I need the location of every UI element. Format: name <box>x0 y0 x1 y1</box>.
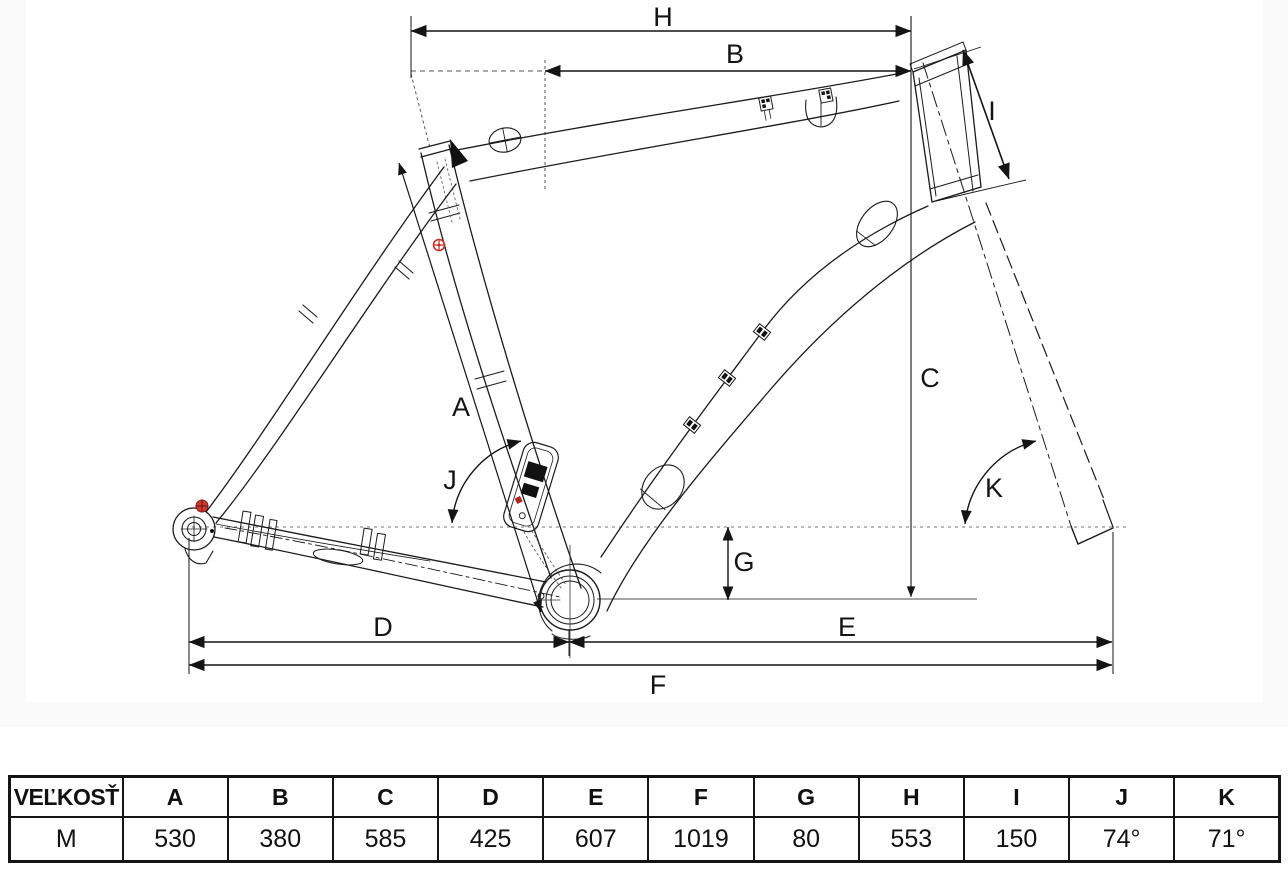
label-j: J <box>443 465 457 495</box>
col-header-e: E <box>542 775 650 818</box>
col-header-j: J <box>1068 775 1176 818</box>
geometry-table: VEĽKOSŤ A B C D E F G H I J K M 530 380 … <box>8 775 1281 863</box>
col-header-i: I <box>962 775 1071 818</box>
top-tube-vent <box>488 127 522 153</box>
dim-j-arc <box>447 439 522 524</box>
seat-clamp <box>450 139 468 168</box>
cable-port-2 <box>818 87 834 104</box>
label-h: H <box>653 2 673 32</box>
cable-port-1 <box>758 95 774 121</box>
cell-e: 607 <box>542 816 650 863</box>
battery-red-marker <box>514 495 523 505</box>
fork-blade-dashed <box>985 202 1106 503</box>
label-g: G <box>733 547 754 577</box>
table-header-row: VEĽKOSŤ A B C D E F G H I J K <box>8 775 1281 818</box>
down-tube-port <box>856 200 898 248</box>
seat-stays <box>205 166 457 524</box>
col-header-k: K <box>1173 775 1281 818</box>
bottle-bolts <box>682 323 772 434</box>
label-d: D <box>373 612 393 642</box>
cell-k: 71° <box>1173 816 1281 863</box>
bike-frame-drawing <box>172 41 1114 659</box>
reference-lines <box>192 60 1130 600</box>
steering-axis <box>922 62 1072 527</box>
label-c: C <box>920 363 940 393</box>
col-header-c: C <box>331 775 440 818</box>
col-header-d: D <box>437 775 545 818</box>
cell-b: 380 <box>226 816 334 863</box>
dim-k-arc <box>960 439 1037 525</box>
cell-a: 530 <box>121 816 229 863</box>
label-b: B <box>726 39 744 69</box>
dimension-labels: H B I C A J K G D E F <box>373 2 1003 700</box>
seat-axis-dotted <box>410 73 431 149</box>
cell-j: 74° <box>1068 816 1176 863</box>
chainstay-mounts-2 <box>359 527 387 561</box>
table-row-size-m: M 530 380 585 425 607 1019 80 553 150 74… <box>8 816 1281 863</box>
chainstay-mounts-1 <box>237 510 278 551</box>
head-tube <box>909 41 982 203</box>
chainstay-slot <box>312 548 364 566</box>
frame-geometry-diagram: H B I C A J K G D E F <box>172 2 1130 700</box>
seat-tube <box>418 139 582 589</box>
front-dropout <box>1070 525 1114 545</box>
cell-g: 80 <box>752 816 860 863</box>
cell-size: M <box>8 816 124 863</box>
dropout-marker-red <box>195 499 209 513</box>
cell-f: 1019 <box>647 816 755 863</box>
col-header-h: H <box>857 775 965 818</box>
cell-d: 425 <box>437 816 545 863</box>
dimension-lines <box>188 16 1114 674</box>
junction-cover <box>805 96 838 128</box>
label-k: K <box>985 473 1003 503</box>
cell-c: 585 <box>331 816 440 863</box>
dim-a <box>398 162 542 613</box>
col-header-b: B <box>226 775 334 818</box>
down-tube <box>600 200 976 612</box>
label-a: A <box>452 392 470 422</box>
dim-i <box>962 49 1010 180</box>
cell-i: 150 <box>962 816 1071 863</box>
seatpost-marker-red <box>432 238 446 252</box>
label-e: E <box>838 612 856 642</box>
col-header-g: G <box>752 775 860 818</box>
label-f: F <box>650 670 667 700</box>
rear-dropout <box>172 499 216 565</box>
top-tube <box>451 71 908 182</box>
col-header-a: A <box>121 775 229 818</box>
col-header-f: F <box>647 775 755 818</box>
label-i: I <box>988 96 996 126</box>
down-tube-vent <box>640 464 685 510</box>
col-header-size: VEĽKOSŤ <box>8 775 124 818</box>
ext-i-bottom <box>935 179 1027 202</box>
fork-phantom <box>922 62 1114 545</box>
cell-h: 553 <box>857 816 965 863</box>
